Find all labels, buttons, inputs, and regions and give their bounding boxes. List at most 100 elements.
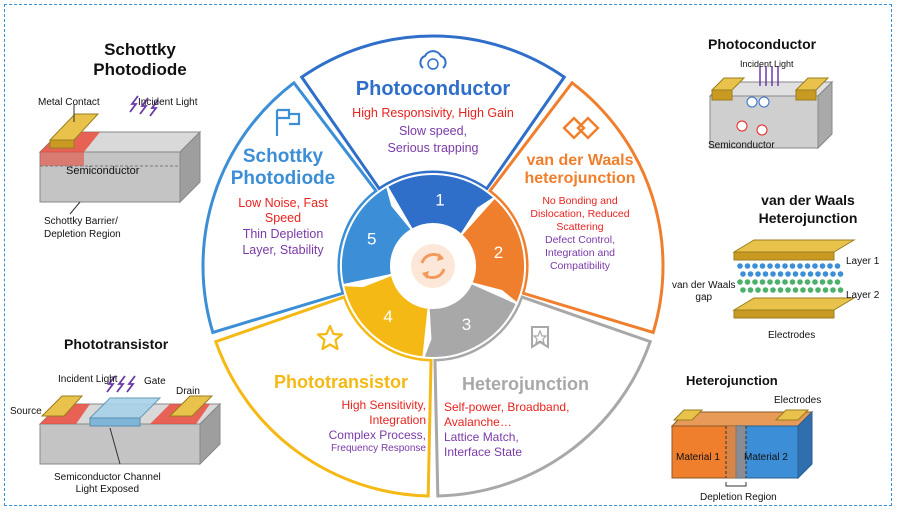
- lattice-atom: [782, 263, 788, 269]
- wheel-segment-outline: [201, 80, 379, 335]
- lattice-atom: [744, 263, 751, 269]
- segment-number: 2: [494, 243, 503, 262]
- label-layer-1: Layer 1: [846, 256, 880, 267]
- segment-pros-3: Scattering: [556, 221, 604, 234]
- label-electrodes-hetero: Electrodes: [774, 395, 822, 406]
- lattice-atom: [740, 271, 746, 277]
- segment-cons-1: Defect Control,: [544, 234, 616, 247]
- label-channel: Semiconductor Channel Light Exposed: [54, 472, 161, 496]
- label-incident-light-pt: Incident Light: [58, 374, 118, 385]
- lattice-atom: [752, 279, 758, 285]
- lattice-atom: [789, 279, 796, 285]
- heterojunction-device-illustration: [670, 409, 814, 487]
- vdw-device-illustration: [732, 239, 856, 319]
- label-source: Source: [10, 406, 42, 417]
- label-metal-contact: Metal Contact: [38, 97, 100, 108]
- label-incident-light-pc: Incident Light: [740, 59, 794, 69]
- channel-line-2: Light Exposed: [75, 484, 140, 495]
- lattice-atom: [815, 271, 821, 277]
- vdw-title-2: Heterojunction: [758, 209, 858, 226]
- flag-icon: [275, 108, 301, 136]
- wheel-segment-outline: [487, 80, 665, 335]
- label-drain: Drain: [176, 386, 200, 397]
- segment-title-1: Schottky: [242, 146, 324, 167]
- segment-pros-1: High Sensitivity,: [341, 397, 426, 412]
- wheel-segment-outline: [213, 295, 433, 498]
- lattice-atom: [755, 287, 761, 293]
- lattice-atom: [774, 263, 781, 269]
- lattice-atom: [767, 279, 773, 285]
- label-schottky-barrier: Schottky Barrier/ Depletion Region: [44, 216, 121, 241]
- schottky-panel-title: Schottky Photodiode: [70, 40, 210, 81]
- segment-cons-2: Layer, Stability: [242, 242, 324, 257]
- lattice-atom: [804, 263, 811, 269]
- label-material-1: Material 1: [676, 452, 720, 463]
- segment-pros-2: Integration: [369, 412, 426, 427]
- lattice-atom: [800, 271, 806, 277]
- lattice-atom: [797, 279, 803, 285]
- badge-star-icon: [531, 326, 549, 349]
- segment-heterojunction: Heterojunction Self-power, Broadband, Av…: [440, 373, 640, 460]
- heterojunction-panel-title: Heterojunction: [686, 373, 778, 388]
- segment-title-2: heterojunction: [524, 170, 636, 188]
- segment-cons-2: Interface State: [444, 444, 523, 459]
- segment-cons-1: Thin Depletion: [242, 226, 324, 241]
- lattice-atom: [834, 279, 841, 285]
- segment-cons-1: Complex Process,: [328, 427, 426, 442]
- segment-title-1: van der Waals: [526, 152, 634, 169]
- lattice-atom: [807, 271, 814, 277]
- segment-pros-2: Speed: [264, 211, 302, 226]
- lattice-atom: [819, 263, 826, 269]
- gap-line-1: van der Waals: [672, 280, 736, 291]
- lattice-atom: [737, 263, 743, 269]
- label-layer-2: Layer 2: [846, 290, 880, 301]
- lattice-atom: [792, 271, 799, 277]
- segment-cons-2: Serious trapping: [387, 141, 479, 156]
- segment-cons-3: Compatibility: [549, 260, 611, 273]
- label-incident-light: Incident Light: [138, 97, 198, 108]
- lattice-atom: [737, 279, 743, 285]
- star-icon: [316, 324, 344, 351]
- lattice-atom: [747, 271, 754, 277]
- lattice-atom: [740, 287, 746, 293]
- segment-cons-1: Slow speed,: [398, 123, 468, 138]
- label-vdw-gap: van der Waals gap: [672, 280, 736, 304]
- lattice-atom: [777, 271, 784, 277]
- photoconductor-panel-title: Photoconductor: [708, 36, 817, 52]
- segment-pros-1: Low Noise, Fast: [238, 195, 328, 210]
- segment-photoconductor: Photoconductor High Responsivity, High G…: [330, 77, 536, 157]
- lattice-atom: [834, 263, 841, 269]
- lattice-atom: [822, 287, 829, 293]
- lattice-atom: [807, 287, 814, 293]
- lattice-atom: [759, 263, 766, 269]
- lattice-atom: [797, 263, 803, 269]
- lattice-atom: [830, 271, 836, 277]
- label-gate: Gate: [144, 376, 166, 387]
- lattice-atom: [747, 287, 754, 293]
- segment-cons-2: Integration and: [544, 247, 616, 260]
- lattice-atom: [785, 287, 791, 293]
- segment-number: 5: [367, 230, 376, 249]
- vdw-panel-title: van der Waals Heterojunction: [738, 192, 878, 227]
- lattice-atom: [789, 263, 796, 269]
- segment-pros-1: No Bonding and: [542, 194, 618, 207]
- segment-number: 4: [383, 307, 392, 326]
- barrier-line-2: Depletion Region: [44, 228, 121, 240]
- vdw-title-1: van der Waals: [761, 192, 855, 208]
- gap-line-2: gap: [695, 292, 713, 303]
- cloud-refresh-icon: [419, 50, 447, 70]
- lattice-atom: [837, 271, 844, 277]
- segment-schottky-photodiode: Schottky Photodiode Low Noise, Fast Spee…: [208, 146, 358, 258]
- channel-line-1: Semiconductor Channel: [54, 472, 161, 483]
- lattice-atom: [777, 287, 784, 293]
- segment-title: Phototransistor: [273, 372, 408, 392]
- lattice-atom: [830, 287, 836, 293]
- wheel-segment-outline: [299, 34, 567, 191]
- lattice-atom: [827, 279, 833, 285]
- schottky-title-2: Photodiode: [93, 60, 187, 80]
- segment-number: 3: [462, 315, 471, 334]
- segment-pros-1: Self-power, Broadband,: [444, 399, 570, 414]
- lattice-atom: [744, 279, 751, 285]
- segment-cons-1: Lattice Match,: [444, 429, 519, 444]
